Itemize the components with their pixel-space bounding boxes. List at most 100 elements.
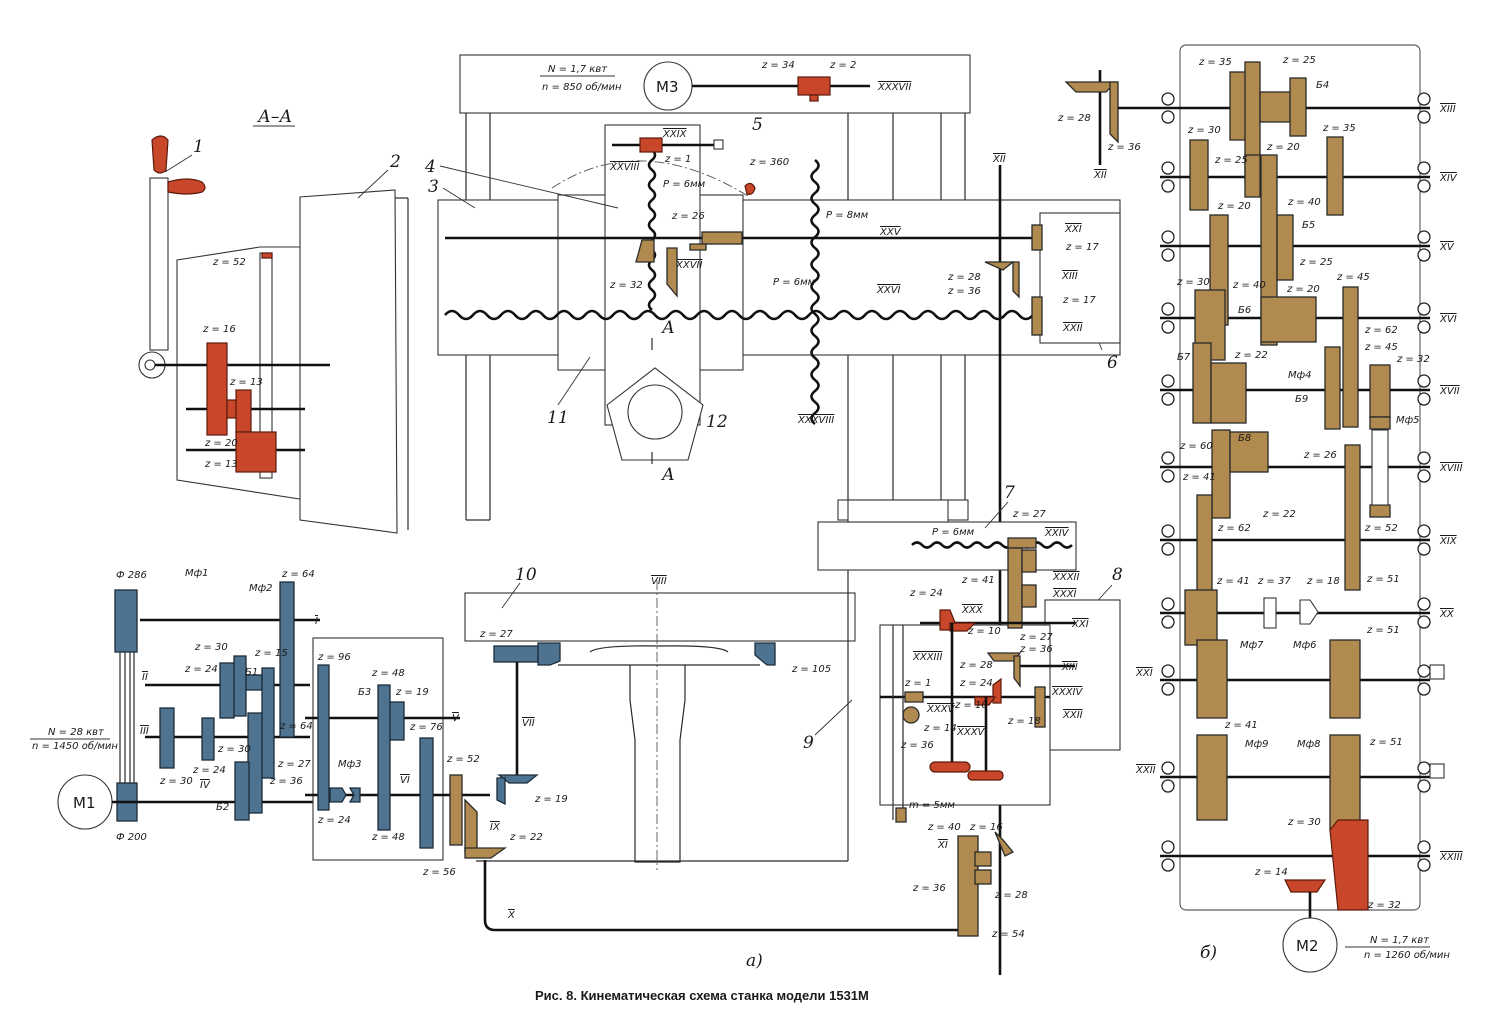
gear-label: z = 28 [994, 890, 1028, 901]
gear-label: z = 30 [194, 642, 228, 653]
section-mark: А [661, 318, 675, 338]
gear-label: z = 40 [1287, 197, 1321, 208]
gear-label: z = 27 [1012, 509, 1046, 520]
bearing-icon [1161, 392, 1175, 406]
motor-speed: n = 1260 об/мин [1364, 949, 1450, 961]
gear-label: z = 13 [204, 459, 238, 470]
motor-label: М3 [656, 78, 679, 96]
gear-label: z = 17 [1065, 242, 1099, 253]
shaft-label: XXIII [1439, 852, 1463, 863]
bearing-icon [1417, 840, 1431, 854]
subfigure-label-a: а) [746, 951, 763, 971]
block-label: Б7 [1177, 352, 1191, 363]
gear-label: z = 28 [947, 272, 981, 283]
gear-label: z = 26 [671, 211, 705, 222]
coupling-label: Мф9 [1245, 739, 1269, 750]
bearing-icon [1161, 597, 1175, 611]
block-label: Б4 [1316, 80, 1329, 91]
shaft-label: XVIII [1439, 463, 1463, 474]
bearing-icon [1161, 110, 1175, 124]
gear-label: z = 30 [1287, 817, 1321, 828]
block-label: Б3 [358, 687, 371, 698]
bearing-icon [1161, 92, 1175, 106]
gear-label: z = 24 [909, 588, 943, 599]
gear-label: z = 56 [422, 867, 456, 878]
shaft-label: VII [522, 718, 535, 729]
shaft-label: XXI [1135, 668, 1153, 679]
gear-label: z = 60 [1179, 441, 1213, 452]
figure-caption: Рис. 8. Кинематическая схема станка моде… [535, 988, 869, 1003]
gear-label: z = 30 [159, 776, 193, 787]
subfigure-label-b: б) [1200, 943, 1217, 963]
gear-label: z = 14 [1254, 867, 1288, 878]
shaft-label: I [315, 616, 318, 627]
gear-label: z = 360 [749, 157, 789, 168]
bearing-icon [1417, 858, 1431, 872]
gear-label: z = 27 [277, 759, 311, 770]
gear-label: z = 22 [1234, 350, 1268, 361]
gear-label: z = 20 [1217, 201, 1251, 212]
shaft-label: III [140, 726, 149, 737]
gear-label: z = 30 [1176, 277, 1210, 288]
gear-label: z = 28 [1057, 113, 1091, 124]
bearing-icon [1417, 779, 1431, 793]
gear-label: z = 30 [1187, 125, 1221, 136]
bearing-icon [1417, 615, 1431, 629]
part-number-8: 8 [1112, 565, 1123, 585]
gear-label: z = 40 [1232, 280, 1266, 291]
shaft-label: VIII [651, 576, 667, 587]
motor-label: М1 [73, 794, 96, 812]
shaft-label: IX [490, 822, 501, 833]
gear-label: z = 51 [1369, 737, 1403, 748]
bearing-icon [1417, 179, 1431, 193]
feed-box: XII z = 28 z = 36 XIIIXIVXVXVIXVIIXVIIIX… [1057, 44, 1463, 973]
shaft-label: XI [937, 840, 948, 851]
shaft-label: XIII [1061, 662, 1078, 673]
shaft-label: XXXIII [912, 652, 942, 663]
lever-handle[interactable] [149, 177, 169, 351]
gear-label: z = 35 [1198, 57, 1232, 68]
bearing-icon [1417, 92, 1431, 106]
gear-label: z = 25 [1282, 55, 1316, 66]
gear-label: z = 27 [1019, 632, 1053, 643]
output-square-icon [1429, 664, 1445, 680]
gear-label: z = 15 [254, 648, 288, 659]
coupling-label: Мф1 [185, 568, 209, 579]
gear-label: z = 19 [534, 794, 568, 805]
bearing-icon [1161, 179, 1175, 193]
screw-pitch-label: P = 8мм [826, 210, 869, 221]
part-number-1: 1 [193, 137, 204, 157]
shaft-label: XVI [1439, 314, 1457, 325]
shaft-label: XXII [1062, 710, 1083, 721]
gear-label: z = 1 [904, 678, 931, 689]
carriage-gears: z = 27 XXIV XXXII XXXI z = 41 XXI z = 24… [880, 509, 1089, 940]
part-number-9: 9 [803, 733, 814, 753]
coupling-label: Мф8 [1297, 739, 1321, 750]
shaft-label: XXX [961, 605, 984, 616]
bearing-icon [1161, 469, 1175, 483]
gear-label: z = 25 [1299, 257, 1333, 268]
gear-label: z = 24 [192, 765, 226, 776]
gear-label: z = 19 [395, 687, 429, 698]
module-label: m = 5мм [909, 800, 955, 811]
bearing-icon [1417, 469, 1431, 483]
knob-icon [167, 178, 206, 195]
knob-icon [151, 135, 169, 174]
gear-label: z = 64 [281, 569, 315, 580]
gear-label: z = 36 [900, 740, 934, 751]
motor-power: N = 1,7 квт [548, 64, 608, 75]
part-number-12: 12 [706, 412, 728, 432]
gear-label: z = 32 [609, 280, 643, 291]
gear-label: z = 20 [204, 438, 238, 449]
gear-label: z = 45 [1336, 272, 1370, 283]
gear-label: z = 13 [229, 377, 263, 388]
shaft-label: XXV [879, 227, 902, 238]
part-number-3: 3 [428, 177, 439, 197]
gear-label: z = 36 [1107, 142, 1141, 153]
gear-label: z = 10 [954, 700, 988, 711]
shaft-label: XXI [1064, 224, 1082, 235]
bearing-icon [1161, 248, 1175, 262]
gear-label: z = 62 [1364, 325, 1398, 336]
gear-label: z = 40 [927, 822, 961, 833]
shaft-label: XII [1093, 170, 1107, 181]
